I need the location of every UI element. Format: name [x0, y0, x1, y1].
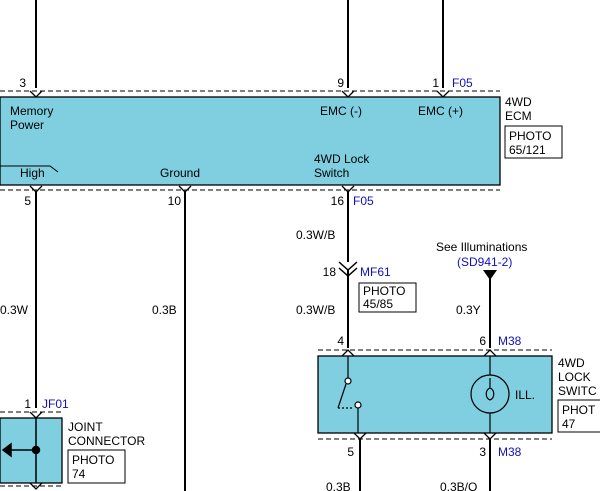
wire-label-lock-lower: 0.3W/B	[296, 303, 335, 317]
high-pin-divider	[0, 165, 59, 173]
joint-node-icon	[1, 418, 41, 483]
illumination-arrow-icon	[483, 270, 497, 280]
ecm-pin-3: 3	[19, 76, 26, 90]
switch-contact-symbol	[337, 356, 362, 433]
jf01-bottom-pin-mark	[29, 482, 43, 490]
ecm-pin-5: 5	[24, 194, 31, 208]
switch-pin-4: 4	[337, 334, 344, 348]
ecm-label-lock-1: 4WD Lock	[314, 152, 370, 166]
wire-label-lock-upper: 0.3W/B	[296, 228, 335, 242]
ecm-pin-10: 10	[168, 194, 182, 208]
wire-label-high: 0.3W	[0, 303, 29, 317]
switch-photo-box	[557, 399, 600, 433]
ecm-label-power: Power	[10, 118, 44, 132]
switch-photo-line2: 47	[562, 417, 576, 431]
jf01-photo-line2: 74	[72, 467, 86, 481]
switch-pin-6: 6	[479, 334, 486, 348]
wires-top	[35, 0, 444, 88]
mf61-name: MF61	[360, 265, 391, 279]
mf61-pin: 18	[323, 265, 337, 279]
jf01-label-line2: CONNECTOR	[68, 434, 145, 448]
ecm-label-lock-2: Switch	[314, 166, 349, 180]
ecm-top-connector-id: F05	[452, 76, 473, 90]
ecm-photo-line2: 65/121	[509, 143, 546, 157]
mf61-photo-box	[358, 282, 417, 313]
switch-top-connector-id: M38	[498, 334, 522, 348]
ecm-bottom-connector-id: F05	[353, 194, 374, 208]
ecm-label-emc-minus: EMC (-)	[320, 104, 362, 118]
ecm-pin-9: 9	[337, 76, 344, 90]
ecm-label-emc-plus: EMC (+)	[418, 104, 463, 118]
jf01-photo-box	[67, 449, 126, 484]
ecm-photo-box	[504, 125, 563, 159]
inline-connector-mf61	[338, 261, 358, 278]
ill-label: ILL.	[515, 388, 535, 402]
ecm-label-high: High	[20, 166, 45, 180]
jf01-pin-mark	[29, 411, 43, 419]
switch-pin-5: 5	[347, 445, 354, 459]
wire-label-switch-right: 0.3B/O	[440, 480, 477, 491]
ecm-bottom-pin-marks	[29, 185, 355, 193]
switch-bottom-connector-id: M38	[498, 445, 522, 459]
switch-bottom-pin-marks	[353, 432, 497, 440]
jf01-name: JF01	[42, 397, 69, 411]
illumination-ref-text: See Illuminations	[436, 240, 527, 254]
switch-top-pin-marks	[341, 349, 497, 357]
ecm-name-line1: 4WD	[505, 95, 532, 109]
jf01-label-line1: JOINT	[68, 420, 103, 434]
illumination-ref-link[interactable]: (SD941-2)	[457, 255, 512, 269]
ecm-body	[0, 96, 501, 186]
illumination-lamp-icon	[470, 356, 510, 433]
ecm-pin-16: 16	[331, 194, 345, 208]
ecm-photo-line1: PHOTO	[509, 129, 551, 143]
lock-switch-body	[317, 355, 553, 434]
switch-name-line2: LOCK	[558, 370, 591, 384]
ecm-label-memory: Memory	[10, 104, 53, 118]
ecm-name-line2: ECM	[505, 109, 532, 123]
wires-bottom	[35, 192, 491, 491]
jf01-photo-line1: PHOTO	[72, 453, 114, 467]
switch-pin-3: 3	[479, 445, 486, 459]
switch-photo-line1: PHOT	[562, 403, 596, 417]
mf61-photo-line1: PHOTO	[363, 284, 405, 298]
ecm-label-ground: Ground	[160, 166, 200, 180]
wire-label-illum: 0.3Y	[456, 303, 481, 317]
wire-label-switch-left: 0.3B	[326, 480, 351, 491]
wire-label-ground: 0.3B	[152, 303, 177, 317]
mf61-photo-line2: 45/85	[363, 297, 393, 311]
switch-name-line3: SWITC	[558, 384, 597, 398]
switch-name-line1: 4WD	[558, 356, 585, 370]
ecm-pin-1: 1	[432, 76, 439, 90]
ecm-top-pin-marks	[29, 90, 450, 98]
jf01-pin: 1	[24, 397, 31, 411]
